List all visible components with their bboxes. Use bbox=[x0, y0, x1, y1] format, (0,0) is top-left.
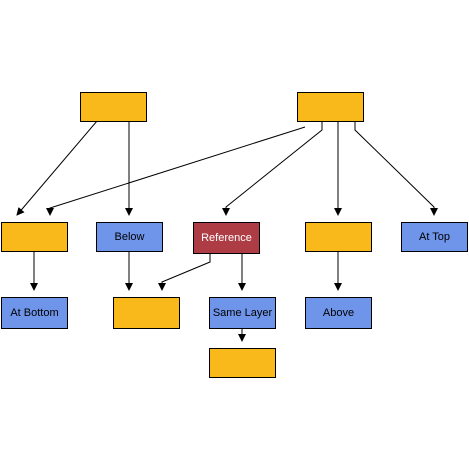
edge-topright-to-reference bbox=[222, 121, 323, 216]
node-at-top: At Top bbox=[401, 222, 468, 252]
node-at-bottom-label: At Bottom bbox=[10, 307, 58, 319]
node-below-box bbox=[96, 222, 163, 252]
node-above: Above bbox=[305, 297, 372, 329]
nodes: Below Reference At Top At Bottom Same La… bbox=[1, 92, 468, 378]
node-above-box bbox=[305, 297, 372, 329]
edge-topleft-to-mid1 bbox=[16, 120, 98, 216]
node-at-bottom: At Bottom bbox=[1, 297, 68, 329]
node-mid-4-box bbox=[305, 222, 372, 252]
edges bbox=[16, 120, 438, 342]
node-mid-1-box bbox=[1, 222, 68, 252]
edge-topright-to-mid1 bbox=[46, 126, 306, 216]
node-at-bottom-box bbox=[1, 297, 68, 329]
node-top-left bbox=[80, 92, 147, 122]
node-top-left-box bbox=[80, 92, 147, 122]
node-top-right-box bbox=[297, 92, 364, 122]
edge-reference-to-low2 bbox=[158, 253, 211, 291]
node-mid-1 bbox=[1, 222, 68, 252]
node-reference-label: Reference bbox=[201, 232, 252, 244]
node-same-layer-box bbox=[209, 297, 276, 329]
node-reference-box bbox=[193, 222, 260, 254]
node-same-layer-label: Same Layer bbox=[213, 307, 273, 319]
edge-topright-to-attop bbox=[354, 121, 438, 216]
node-reference: Reference bbox=[193, 222, 260, 254]
node-above-label: Above bbox=[323, 307, 354, 319]
node-at-top-box bbox=[401, 222, 468, 252]
node-below: Below bbox=[96, 222, 163, 252]
node-top-right bbox=[297, 92, 364, 122]
node-at-top-label: At Top bbox=[419, 231, 450, 243]
node-same-layer: Same Layer bbox=[209, 297, 276, 329]
node-bottom-box bbox=[209, 348, 276, 378]
node-low-2-box bbox=[113, 297, 180, 329]
node-mid-4 bbox=[305, 222, 372, 252]
node-bottom bbox=[209, 348, 276, 378]
node-below-label: Below bbox=[115, 231, 145, 243]
node-low-2 bbox=[113, 297, 180, 329]
